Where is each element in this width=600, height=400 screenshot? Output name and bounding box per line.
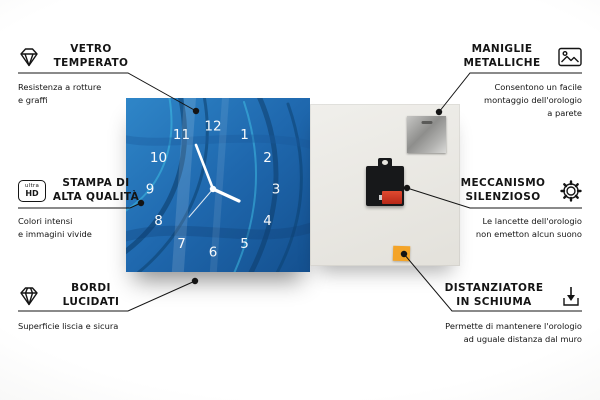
second-hand [188,188,214,218]
clock-numeral-3: 3 [272,182,281,198]
clock-numeral-12: 12 [204,119,221,135]
feature-stampa-alta-qualita: ultra HD STAMPA DI ALTA QUALITÀ Colori i… [18,176,140,241]
feature-title: MANIGLIE METALLICHE [463,43,541,69]
clock-glass-panel [126,98,310,272]
feature-distanziatore-schiuma: DISTANZIATORE IN SCHIUMA Permette di man… [434,281,582,346]
clock-numeral-4: 4 [263,213,272,229]
clock-numeral-10: 10 [150,150,167,166]
feature-meccanismo-silenzioso: MECCANISMO SILENZIOSO [452,176,582,241]
clock-hands [188,143,241,218]
feature-title: STAMPA DI ALTA QUALITÀ [52,177,140,203]
battery-tip [379,195,382,200]
clock-center-cap [209,185,217,193]
clock-numeral-7: 7 [177,236,186,252]
clock-numeral-5: 5 [240,236,249,252]
hour-hand [211,187,241,203]
hook-hole [382,160,388,165]
gem-icon [18,285,40,307]
hanger-slot [421,121,432,124]
feature-header: DISTANZIATORE IN SCHIUMA [434,281,582,311]
metal-hanger-plate [407,116,446,153]
clock-front-view: 1 2 3 4 5 6 7 8 9 10 11 12 [126,98,310,272]
clock-numeral-6: 6 [209,245,218,261]
clock-numeral-8: 8 [154,213,163,229]
picture-icon [558,47,582,67]
clock-mechanism [366,158,404,206]
clock-back-view [310,104,460,266]
feature-desc: Superficie liscia e sicura [18,321,119,331]
clock-numeral-9: 9 [146,182,155,198]
gear-icon [560,180,582,202]
feature-bordi-lucidati: BORDI LUCIDATI Superficie liscia e sicur… [18,281,148,333]
arrow-down-icon [560,285,582,307]
abstract-feather-pattern [126,98,310,272]
feature-desc: Resistenza a rotture e graffi [18,82,102,105]
clock-numerals: 1 2 3 4 5 6 7 8 9 10 11 12 [146,119,281,261]
feature-header: MECCANISMO SILENZIOSO [452,176,582,206]
feature-vetro-temperato: VETRO TEMPERATO Resistenza a rotture e g… [18,42,136,107]
feature-title: VETRO TEMPERATO [53,43,129,69]
diamond-icon [18,46,40,68]
feature-desc: Consentono un facile montaggio dell'orol… [484,82,582,118]
feature-title: BORDI LUCIDATI [62,282,120,308]
feature-desc: Le lancette dell'orologio non emetton al… [475,216,582,239]
battery [379,191,402,204]
feature-title: DISTANZIATORE IN SCHIUMA [444,282,544,308]
clock-face: 1 2 3 4 5 6 7 8 9 10 11 12 [126,98,310,272]
minute-hand [194,143,215,191]
feature-header: MANIGLIE METALLICHE [452,42,582,72]
clock-numeral-11: 11 [173,127,190,143]
leader-dot-bordi [191,277,199,285]
mechanism-hook [378,158,392,168]
feature-desc: Colori intensi e immagini vivide [18,216,92,239]
feature-maniglie-metalliche: MANIGLIE METALLICHE Consentono un facile… [452,42,582,120]
clock-numeral-2: 2 [263,150,272,166]
foam-spacer [392,245,411,262]
feature-header: ultra HD STAMPA DI ALTA QUALITÀ [18,176,140,206]
feature-title: MECCANISMO SILENZIOSO [460,177,546,203]
feature-header: VETRO TEMPERATO [18,42,136,72]
ultra-hd-icon: ultra HD [18,180,46,202]
glass-reflections [170,98,230,272]
clock-numeral-1: 1 [240,127,249,143]
feature-desc: Permette di mantenere l'orologio ad ugua… [445,321,582,344]
feature-header: BORDI LUCIDATI [18,281,136,311]
